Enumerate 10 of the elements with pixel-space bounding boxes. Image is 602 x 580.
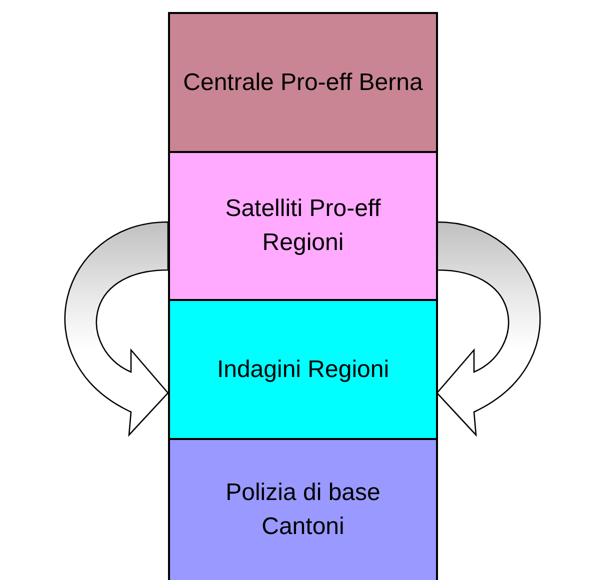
level-label: Polizia di base Cantoni [224,478,382,542]
level-label: Centrale Pro-eff Berna [183,68,423,98]
level-box [168,12,438,153]
curved-block-arrow [436,221,541,436]
level-box [168,151,438,301]
level-label: Indagini Regioni [216,354,390,384]
curved-block-arrow [64,221,169,436]
level-box [168,438,438,580]
level-box [168,299,438,440]
level-label: Satelliti Pro-eff Regioni [224,194,382,258]
